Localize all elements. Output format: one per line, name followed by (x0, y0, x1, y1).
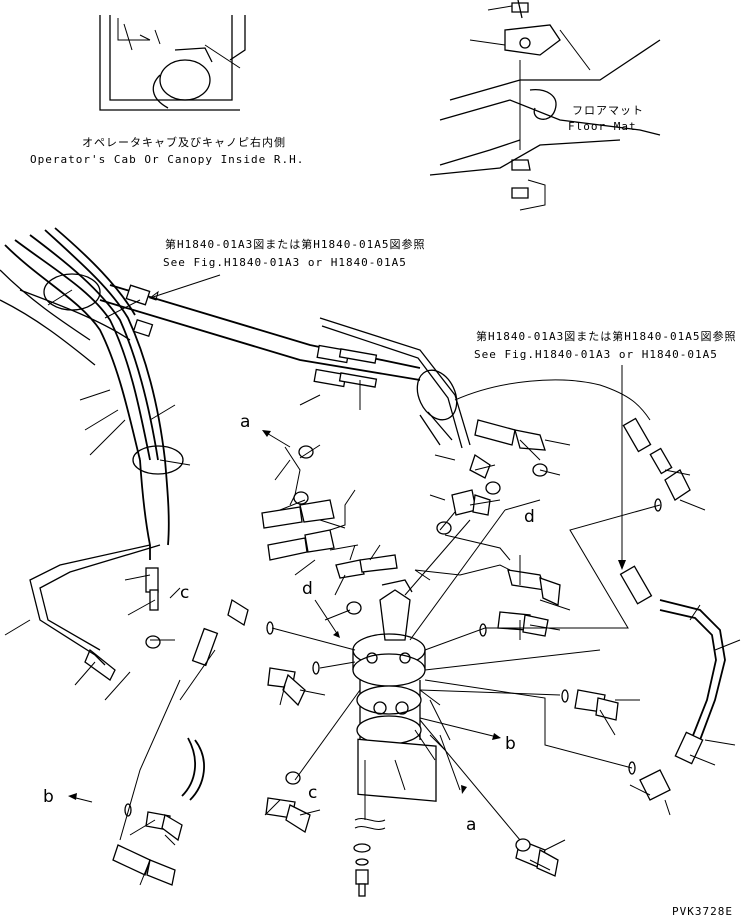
reference-1-jp: 第H1840-01A3図または第H1840-01A5図参照 (165, 237, 425, 251)
bolt-stack (353, 818, 386, 897)
floor-mat-label-jp: フロアマット (572, 104, 644, 117)
reference-2-jp: 第H1840-01A3図または第H1840-01A5図参照 (476, 329, 736, 343)
tube-assembly-right (619, 417, 726, 801)
wire-right (454, 379, 651, 421)
drawing-code: PVK3728E (672, 905, 733, 918)
hose-bundle-left (0, 227, 184, 681)
callout-b-1: b (43, 787, 54, 807)
floor-mat-label-en: Floor Mat (568, 120, 637, 133)
flag-lines-a (284, 446, 356, 531)
callout-c-1: c (180, 583, 189, 603)
callout-d-2: d (302, 579, 313, 599)
connection-lines (119, 504, 661, 841)
reference-2-en: See Fig.H1840-01A3 or H1840-01A5 (474, 348, 718, 361)
callout-d-1: d (524, 507, 535, 527)
flag-lines-a2 (414, 729, 446, 761)
callout-b-2: b (505, 734, 516, 754)
floor-mat-inset-drawing (429, 0, 661, 211)
reference-1-leader (149, 274, 221, 299)
cab-label-en: Operator's Cab Or Canopy Inside R.H. (30, 153, 304, 166)
hose-run-upper (99, 284, 471, 449)
leader-lines (4, 289, 741, 886)
reference-1-en: See Fig.H1840-01A3 or H1840-01A5 (163, 256, 407, 269)
callout-arrows (68, 430, 541, 803)
swivel-joint (352, 579, 437, 802)
callout-c-2: c (308, 783, 317, 803)
cab-label-jp: オペレータキャブ及びキャノピ右内側 (82, 135, 286, 149)
callout-a-2: a (466, 815, 476, 835)
cab-inset-drawing (99, 15, 246, 111)
callout-a-1: a (240, 412, 250, 432)
